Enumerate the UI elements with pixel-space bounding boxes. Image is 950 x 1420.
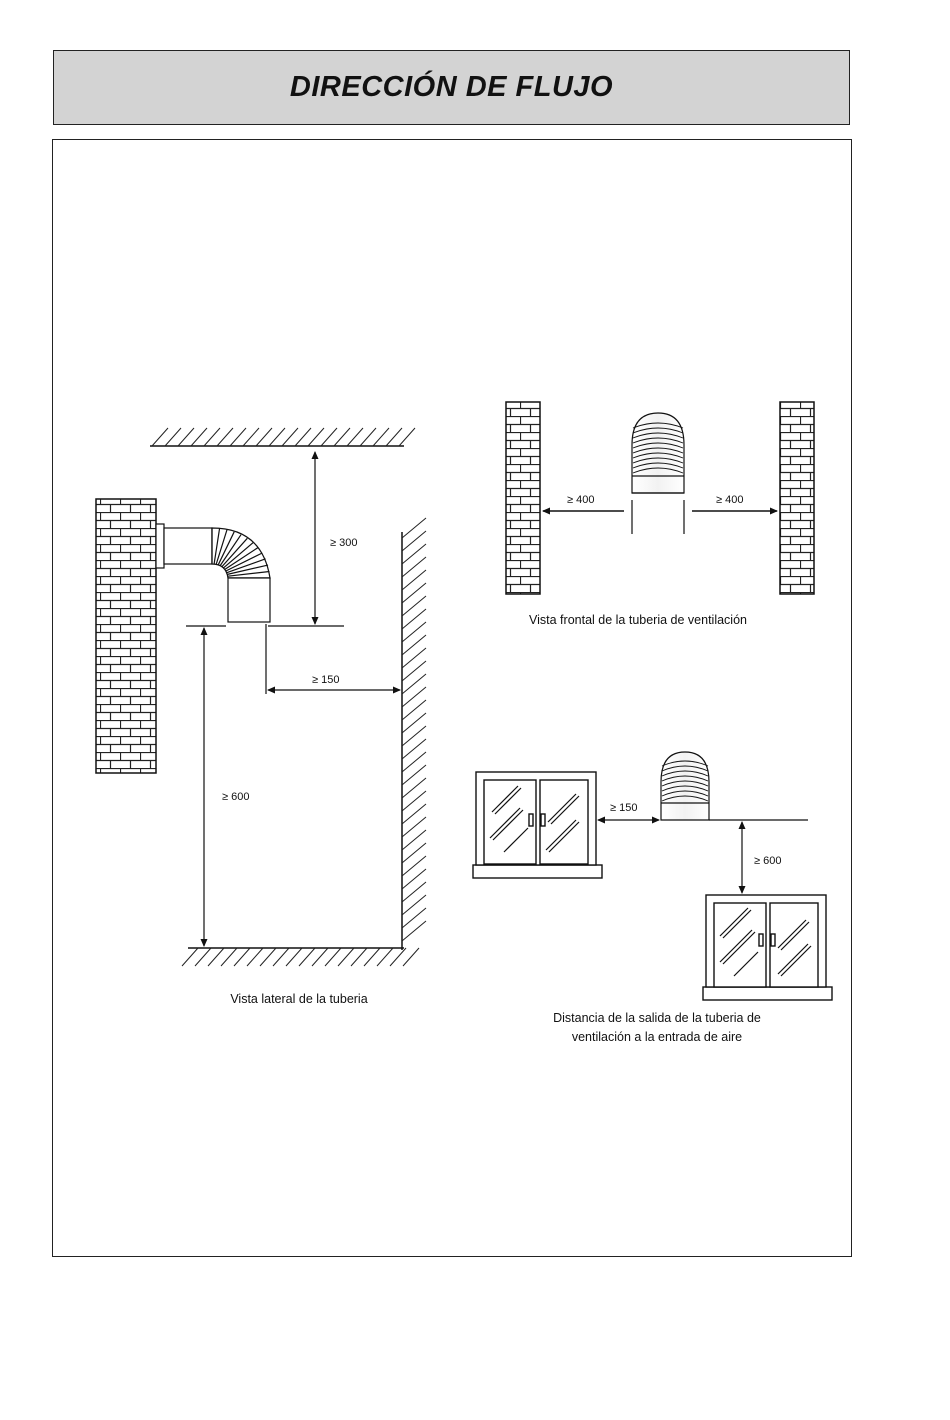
window-lower [703,895,832,1000]
air-intake-view: ≥ 150 ≥ 600 Distancia de la salida de la… [473,752,832,1044]
brick-wall-left [96,499,156,773]
air-intake-caption-line1: Distancia de la salida de la tuberia de [553,1011,761,1025]
floor-hatch [182,948,419,966]
side-view-caption: Vista lateral de la tuberia [230,992,367,1006]
vent-cap-intake [661,752,808,820]
intake-dimension-lines [598,820,742,893]
dimension-lines [186,452,400,946]
air-intake-caption-line2: ventilación a la entrada de aire [572,1030,742,1044]
dim-label-150: ≥ 150 [312,674,339,686]
front-view: ≥ 400 ≥ 400 Vista frontal de la tuberia … [506,402,814,627]
dim-label-600-window: ≥ 600 [754,855,781,867]
vent-cap-front [632,413,684,534]
window-left [473,772,602,878]
ceiling-hatch [150,428,415,446]
front-view-caption: Vista frontal de la tuberia de ventilaci… [529,613,747,627]
dim-label-600: ≥ 600 [222,791,249,803]
side-view: ≥ 300 ≥ 150 ≥ 600 Vista lateral de la tu… [96,428,426,1006]
dim-label-400-left: ≥ 400 [567,494,594,506]
right-wall-hatch [402,518,426,950]
vent-pipe-elbow [156,524,270,622]
dim-label-400-right: ≥ 400 [716,494,743,506]
brick-column-left [506,402,540,594]
brick-column-right [780,402,814,594]
dim-label-300: ≥ 300 [330,537,357,549]
dim-label-150-window: ≥ 150 [610,802,637,814]
